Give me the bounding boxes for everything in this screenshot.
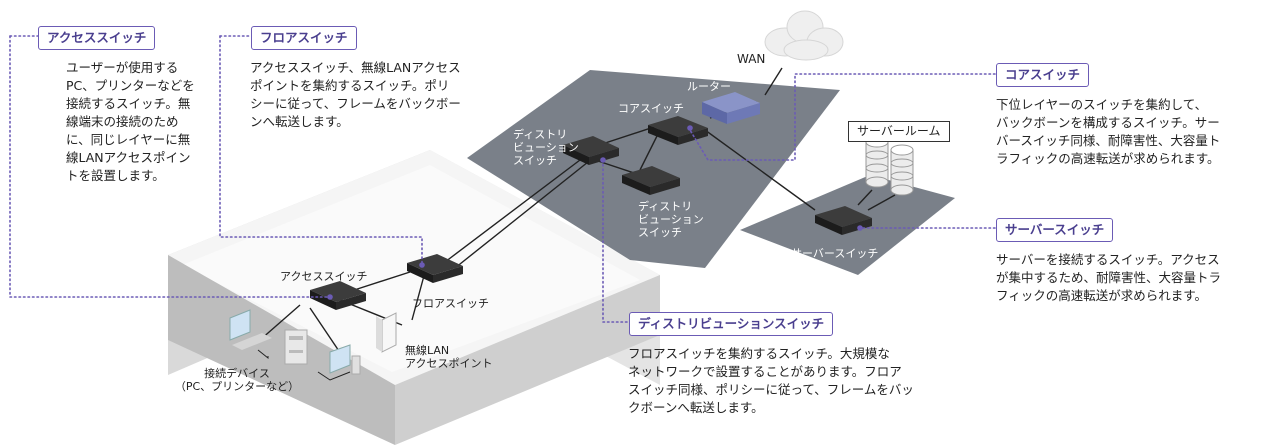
description-line: に、同じレイヤーに無 [66,132,191,147]
label-line: （PC、プリンターなど） [174,380,300,393]
wan-label: WAN [737,52,766,66]
description-line: バースイッチ同様、耐障害性、大容量ト [996,133,1221,148]
label-line: アクセスポイント [405,357,493,370]
router-label: ルーター [687,80,731,93]
connected-devices-label: 接続デバイス （PC、プリンターなど） [162,367,312,393]
core-switch-label: コアスイッチ [618,102,684,115]
pc-icon [229,309,272,350]
description-line: ンへ転送します。 [250,114,349,129]
floor-switch-label: フロアスイッチ [412,297,489,310]
server-icon [865,136,914,196]
callout-server-switch-description: サーバーを接続するスイッチ。アクセス が集中するため、耐障害性、大容量トラ フィ… [996,251,1258,305]
callout-distribution-switch-description: フロアスイッチを集約するスイッチ。大規模な ネットワークで設置することがあります… [628,345,928,417]
callout-floor-switch-title: フロアスイッチ [251,26,357,50]
router-icon [702,92,760,124]
callout-access-switch-title: アクセススイッチ [38,26,156,50]
label-line: ディストリ [638,200,693,213]
description-line: バックボーンを構成するスイッチ。サー [996,115,1220,130]
label-line: 接続デバイス [204,367,270,380]
distribution-switch-1-label: ディストリ ビューション スイッチ [513,128,579,167]
label-line: ディストリ [513,128,568,141]
description-line: シーに従って、フレームをバックボー [250,96,461,111]
callout-access-switch-description: ユーザーが使用する PC、プリンターなどを 接続するスイッチ。無 線端末の接続の… [66,59,204,185]
distribution-switch-2-icon [622,166,680,195]
leader-lines [9,35,996,323]
printer-icon [284,329,308,365]
label-line: 無線LAN [405,344,450,357]
server-switch-icon [815,206,872,235]
description-line: ラフィックの高速転送が求められます。 [996,151,1220,166]
wireless-access-point-icon [376,312,397,353]
device-bracket [257,349,351,381]
description-line: 線LANアクセスポイン [66,150,191,165]
label-line: ビューション [513,141,579,154]
description-line: フィックの高速転送が求められます。 [996,288,1208,303]
access-switch-icon [310,281,366,310]
description-line: PC、プリンターなどを [66,78,195,93]
cloud-icon [764,10,844,61]
callout-distribution-switch-title: ディストリビューションスイッチ [629,312,834,336]
server-room-label: サーバールーム [848,121,950,142]
description-line: ポイントを集約するスイッチ。ポリ [250,78,450,93]
description-line: アクセススイッチ、無線LANアクセス [250,60,461,75]
description-line: スイッチ同様、ポリシーに従って、フレームをバッ [628,382,914,397]
distribution-switch-1-icon [563,136,619,165]
label-line: スイッチ [513,154,557,167]
label-line: ビューション [638,213,704,226]
pc-icon [329,344,361,375]
label-line: スイッチ [638,226,682,239]
distribution-switch-2-label: ディストリ ビューション スイッチ [638,200,704,239]
description-line: サーバーを接続するスイッチ。アクセス [996,252,1220,267]
callout-core-switch-description: 下位レイヤーのスイッチを集約して、 バックボーンを構成するスイッチ。サー バース… [996,96,1258,168]
server-switch-label: サーバースイッチ [791,247,879,260]
description-line: クボーンへ転送します。 [628,400,764,415]
description-line: 下位レイヤーのスイッチを集約して、 [996,97,1208,112]
floor-switch-icon [407,254,463,283]
description-line: フロアスイッチを集約するスイッチ。大規模な [628,346,890,361]
description-line: 線端末の接続のため [66,114,179,129]
description-line: ネットワークで設置することがあります。フロア [628,364,902,379]
description-line: 接続するスイッチ。無 [66,96,191,111]
description-line: が集中するため、耐障害性、大容量トラ [996,270,1222,285]
callout-floor-switch-description: アクセススイッチ、無線LANアクセス ポイントを集約するスイッチ。ポリ シーに従… [250,59,500,131]
access-switch-label: アクセススイッチ [280,270,368,283]
description-line: ユーザーが使用する [66,60,179,75]
accent-dots [327,125,863,300]
description-line: トを設置します。 [66,168,165,183]
callout-core-switch-title: コアスイッチ [996,63,1090,87]
callout-server-switch-title: サーバースイッチ [996,218,1114,242]
wireless-access-point-label: 無線LAN アクセスポイント [405,344,492,370]
